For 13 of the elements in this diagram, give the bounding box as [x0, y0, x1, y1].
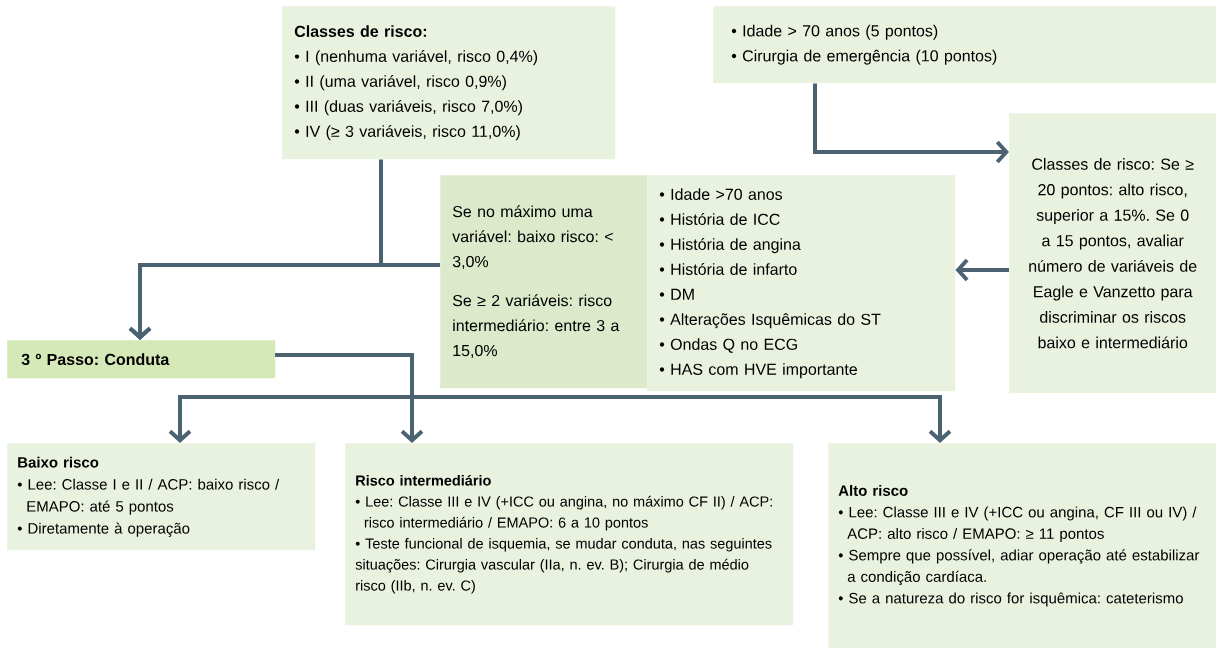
arrow [128, 263, 440, 340]
risk-box: Alto risco • Lee: Classe III e IV (+ICC ou angina, CF III ou IV) / ACP: alto risco / EMAPO: ≥ 11 pontos • Sempre que possível, adiar operação até estabilizar a condição cardíaca. • Se a natureza do risco for isquêmica: cateterismo [828, 443, 1216, 648]
risk-box: Risco intermediário • Lee: Classe III e IV (+ICC ou angina, no máximo CF II) / ACP: risco intermediário / EMAPO: 6 a 10 pontos • Teste funcional de isquemia, se mudar conduta, nas seguintes situações: Cirurgia vascular (IIa, n. ev. B); Cirurgia de médio risco (IIb, n. ev. C) [345, 443, 794, 626]
step-box: 3 º Passo: Conduta [7, 340, 276, 379]
arrow [275, 353, 952, 443]
risk-box: Baixo risco • Lee: Classe I e II / ACP: baixo risco / EMAPO: até 5 pontos • Diretamente à operação [7, 443, 316, 551]
arrow [955, 258, 1009, 282]
arrow [813, 83, 1009, 164]
criteria-box: • Idade > 70 anos (5 pontos) • Cirurgia de emergência (10 pontos) [713, 6, 1216, 84]
criteria-box: Classes de risco: Se ≥ 20 pontos: alto risco, superior a 15%. Se 0 a 15 pontos, avaliar número de variáveis de Eagle e Vanzetto para discriminar os riscos baixo e intermediário [1009, 113, 1216, 394]
criteria-box: Se no máximo uma variável: baixo risco: < 3,0% Se ≥ 2 variáveis: risco intermediário: entre 3 a 15,0% [440, 175, 648, 389]
criteria-box: • Idade >70 anos • História de ICC • História de angina • História de infarto • DM • Alterações Isquêmicas do ST • Ondas Q no ECG • HAS com HVE importante [647, 175, 956, 392]
criteria-box: Classes de risco: • I (nenhuma variável, risco 0,4%) • II (uma variável, risco 0,9%) • III (duas variáveis, risco 7,0%) • IV (≥ 3 variáveis, risco 11,0%) [282, 6, 616, 160]
